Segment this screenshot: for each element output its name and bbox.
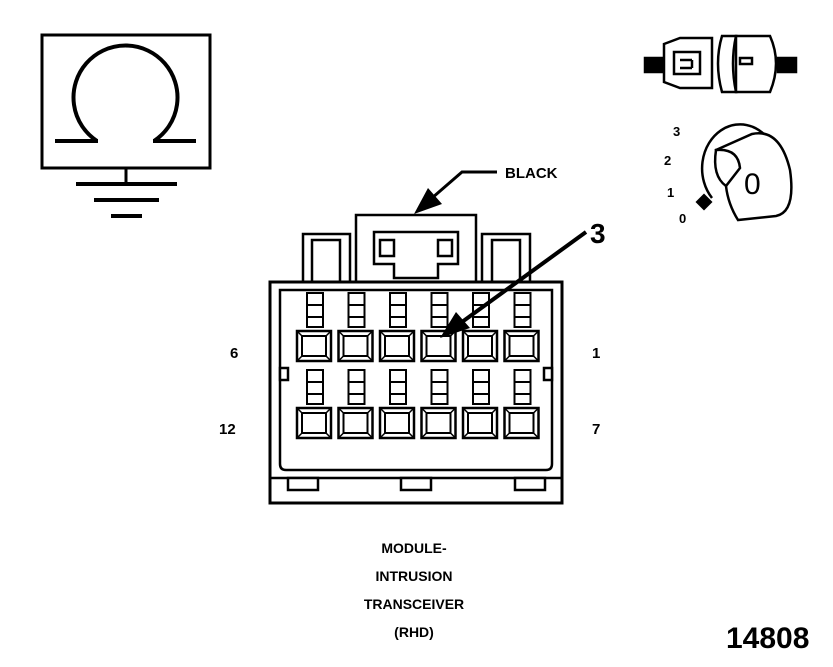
pin-cavity-10	[378, 369, 416, 440]
pin-label-6: 6	[230, 345, 238, 362]
pin-cavity-8	[461, 369, 499, 440]
ignition-position-1: 1	[667, 185, 674, 200]
pin-cavity-7	[503, 369, 540, 440]
ohmmeter-ground-icon	[40, 33, 212, 218]
ignition-position-3: 3	[673, 124, 680, 139]
pin-cavity-4	[378, 292, 416, 363]
connector-color-label: BLACK	[505, 165, 558, 182]
pin-cavity-11	[337, 369, 374, 440]
pin-label-1: 1	[592, 345, 600, 362]
pin-label-12: 12	[219, 421, 236, 438]
ignition-key-icon: 3 2 1 0 0	[664, 123, 793, 226]
caption-line-4: (RHD)	[394, 624, 434, 640]
pin-cavities	[295, 292, 540, 440]
pin-cavity-12	[295, 369, 333, 440]
pin-cavity-5	[337, 292, 374, 363]
callout-3-arrow: 3	[440, 218, 606, 338]
caption-line-3: TRANSCEIVER	[364, 596, 464, 612]
connector-caption: MODULE- INTRUSION TRANSCEIVER (RHD)	[364, 540, 464, 640]
ignition-position-0: 0	[679, 211, 686, 226]
pin-cavity-3	[420, 292, 457, 363]
pin-cavity-1	[503, 292, 540, 363]
figure-number: 14808	[726, 622, 809, 655]
pin-cavity-6	[295, 292, 333, 363]
color-callout: BLACK	[414, 165, 558, 214]
pin-cavity-9	[420, 369, 457, 440]
pin-cavity-2	[461, 292, 499, 363]
connector-plug-icon	[643, 34, 798, 94]
caption-line-1: MODULE-	[381, 540, 447, 556]
ignition-position-2: 2	[664, 153, 671, 168]
caption-line-2: INTRUSION	[376, 568, 453, 584]
key-label: 0	[744, 168, 761, 201]
pin-label-7: 7	[592, 421, 600, 438]
callout-number: 3	[590, 218, 606, 249]
